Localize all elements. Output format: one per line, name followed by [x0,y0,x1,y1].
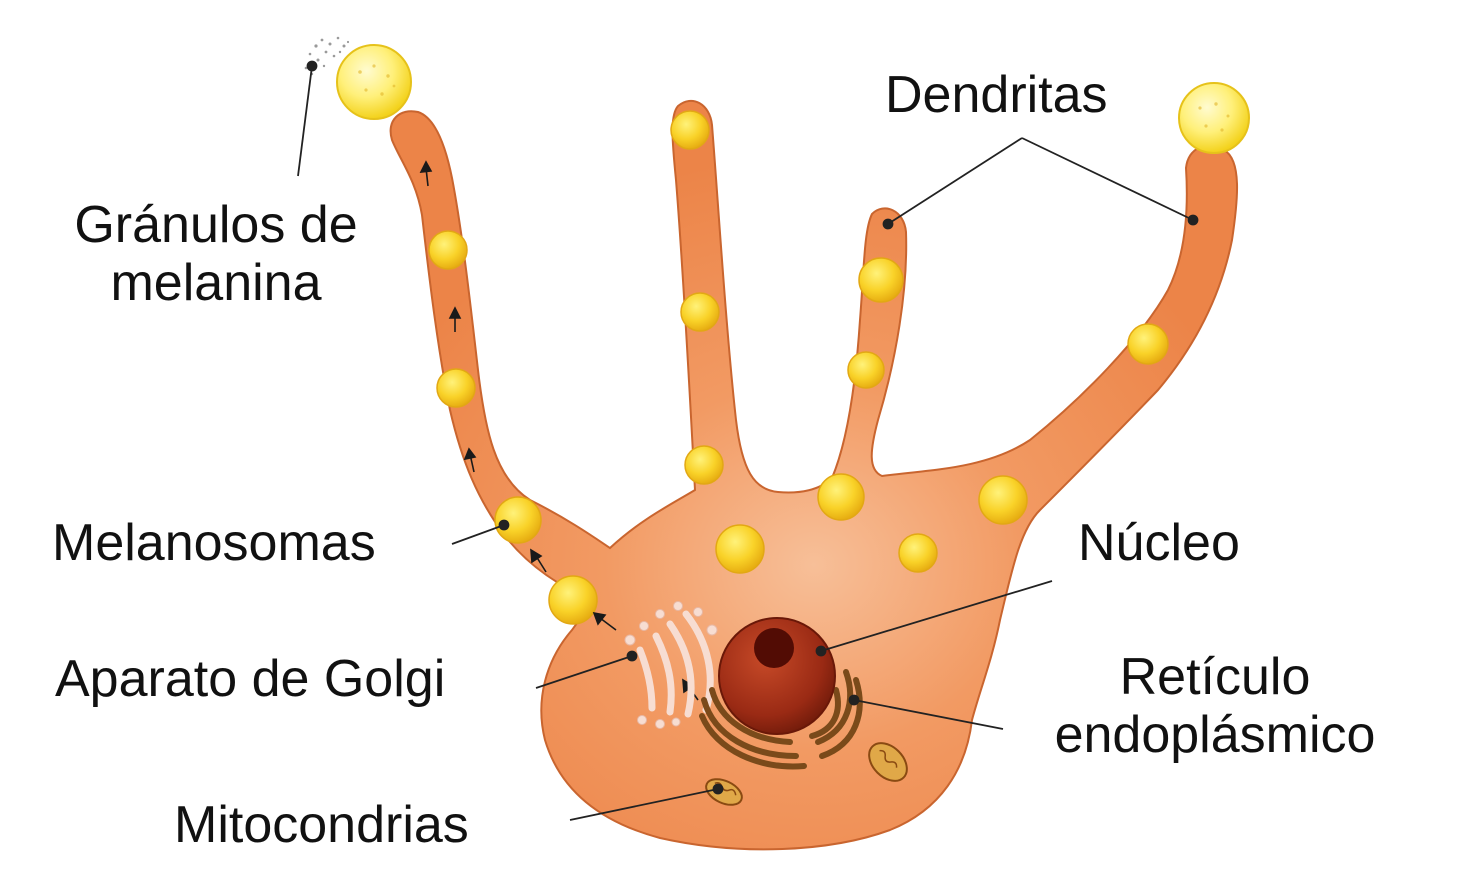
melanosome [859,258,903,302]
melanosome [899,534,937,572]
leader-line-dendritas-2 [1022,138,1193,220]
nucleolus [754,628,794,668]
melanosome [1128,324,1168,364]
label-reticulo-endoplasmico: Retículo endoplásmico [1020,648,1410,764]
nucleus [719,618,835,734]
label-melanosomas: Melanosomas [52,514,376,572]
melanosome [681,293,719,331]
label-granulos-line1: Gránulos de [48,196,384,254]
melanosome [818,474,864,520]
melanin-granule [1179,83,1249,153]
label-aparato-de-golgi: Aparato de Golgi [55,650,445,708]
leader-line-granulos [298,66,312,176]
melanosome [549,576,597,624]
leader-line-melanosomas [452,525,504,544]
melanosome [979,476,1027,524]
melanosome [495,497,541,543]
melanosome [437,369,475,407]
melanin-granule [337,45,411,119]
label-mitocondrias: Mitocondrias [174,796,469,854]
label-reticulo-line1: Retículo [1020,648,1410,706]
label-nucleo: Núcleo [1078,514,1240,572]
melanosome [716,525,764,573]
label-granulos-line2: melanina [48,254,384,312]
melanosome [429,231,467,269]
label-dendritas: Dendritas [885,66,1108,124]
melanosome [671,111,709,149]
leader-line-dendritas-1 [888,138,1022,224]
melanosome [848,352,884,388]
label-granulos-de-melanina: Gránulos de melanina [48,196,384,312]
melanosome [685,446,723,484]
label-reticulo-line2: endoplásmico [1020,706,1410,764]
